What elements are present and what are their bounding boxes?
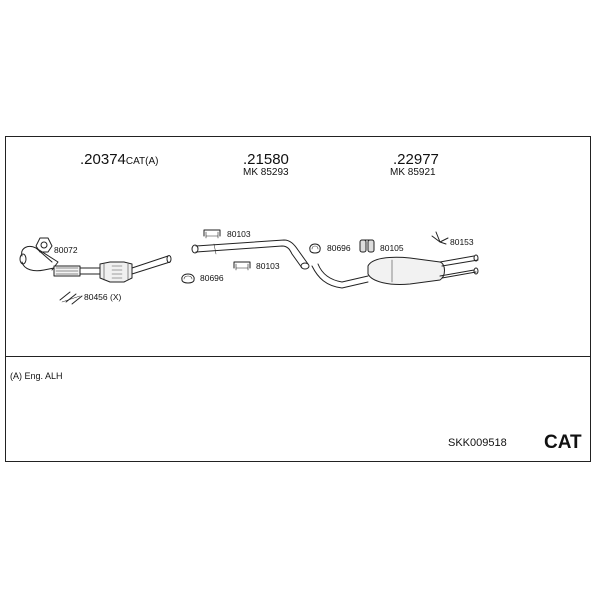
diagram-frame	[5, 136, 591, 462]
part-mounting-kit-rear-silencer: MK 85921	[390, 167, 436, 178]
type-label: CAT	[544, 432, 582, 453]
fitting-label-gasket: 80072	[54, 245, 78, 255]
notes-divider	[5, 356, 591, 357]
fitting-label-ring-left: 80696	[200, 273, 224, 283]
fitting-label-bracket: 80153	[450, 237, 474, 247]
engine-footnote: (A) Eng. ALH	[10, 371, 63, 381]
gasket-icon	[181, 273, 195, 284]
rear-silencer-icon	[311, 254, 479, 289]
gasket-icon	[35, 237, 53, 253]
part-label-front-pipe: .21580	[243, 151, 289, 168]
part-label-rear-silencer: .22977	[393, 151, 439, 168]
kit-code: SKK009518	[448, 437, 507, 449]
front-pipe-icon	[191, 239, 310, 270]
part-mounting-kit-front-pipe: MK 85293	[243, 167, 289, 178]
bracket-icon	[431, 231, 449, 245]
rubber-hanger-icon	[359, 239, 375, 253]
fitting-label-hanger: 80105	[380, 243, 404, 253]
clamp-icon	[203, 229, 221, 239]
clamp-icon	[233, 261, 251, 271]
gasket-icon	[309, 243, 321, 254]
fitting-label-ring-right: 80696	[327, 243, 351, 253]
fitting-label-studs: 80456 (X)	[84, 292, 122, 302]
catalytic-converter-icon	[53, 255, 172, 283]
part-label-catalytic-converter: .20374CAT(A)	[80, 151, 159, 168]
stud-set-icon	[59, 291, 83, 305]
fitting-label-clamp-top: 80103	[227, 229, 251, 239]
fitting-label-clamp-bottom: 80103	[256, 261, 280, 271]
